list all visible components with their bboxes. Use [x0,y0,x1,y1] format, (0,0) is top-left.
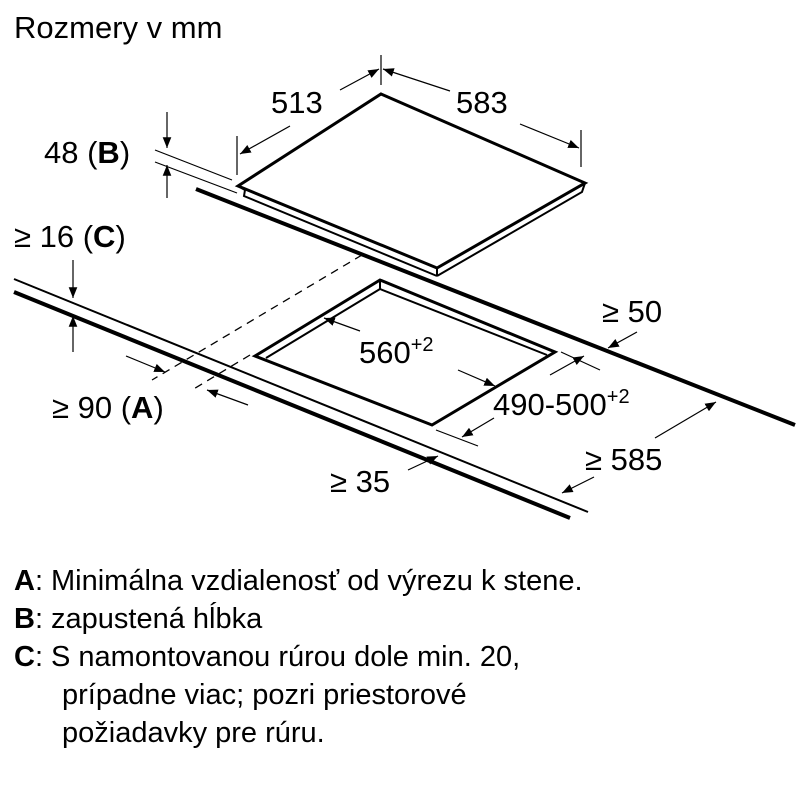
label-wall-distance: ≥ 90 (A) [52,390,164,425]
legend-text-continued: požiadavky pre rúru. [62,717,325,749]
label-worktop-thickness: ≥ 16 (C) [14,219,126,254]
legend-text-continued: prípadne viac; pozri priestorové [62,679,467,711]
legend-key: C [14,641,35,673]
legend-text: zapustená hĺbka [51,603,263,635]
legend: A: Minimálna vzdialenosť od výrezu k ste… [14,562,583,752]
dim-worktop-depth [561,401,717,494]
dim-cutout-depth [435,351,601,447]
dim-hob-width [382,68,582,167]
dim-recess-depth [154,112,238,198]
page-title: Rozmery v mm [14,10,223,45]
dim-wall-distance [125,355,249,406]
label-hob-width: 583 [456,85,508,120]
legend-key: B [14,603,35,635]
dim-cutout-width [323,317,496,387]
legend-text: S namontovanou rúrou dole min. 20, [51,641,521,673]
legend-item-b: B: zapustená hĺbka [14,600,583,638]
installation-diagram: 513 583 48 (B) ≥ 16 (C) 560+2 490-500+2 … [13,55,796,520]
dim-hob-depth [236,55,382,175]
label-cutout-width: 560+2 [359,334,434,370]
cutout-outline [251,278,559,427]
label-hob-depth: 513 [271,85,323,120]
label-front-distance: ≥ 35 [330,464,390,499]
worktop-rear-edge [195,187,796,427]
worktop-front-edge [13,278,589,520]
wall-reference-line [151,254,363,391]
label-rear-distance: ≥ 50 [602,294,662,329]
hob-outline [234,92,589,277]
label-recess-depth: 48 (B) [44,135,130,170]
label-worktop-depth: ≥ 585 [585,442,662,477]
dim-front-distance [407,455,439,471]
legend-key: A [14,565,35,597]
dim-rear-distance [607,331,638,349]
label-cutout-depth: 490-500+2 [493,386,630,422]
legend-item-c: C: S namontovanou rúrou dole min. 20, [14,638,583,676]
legend-text: Minimálna vzdialenosť od výrezu k stene. [51,565,583,597]
legend-item-a: A: Minimálna vzdialenosť od výrezu k ste… [14,562,583,600]
